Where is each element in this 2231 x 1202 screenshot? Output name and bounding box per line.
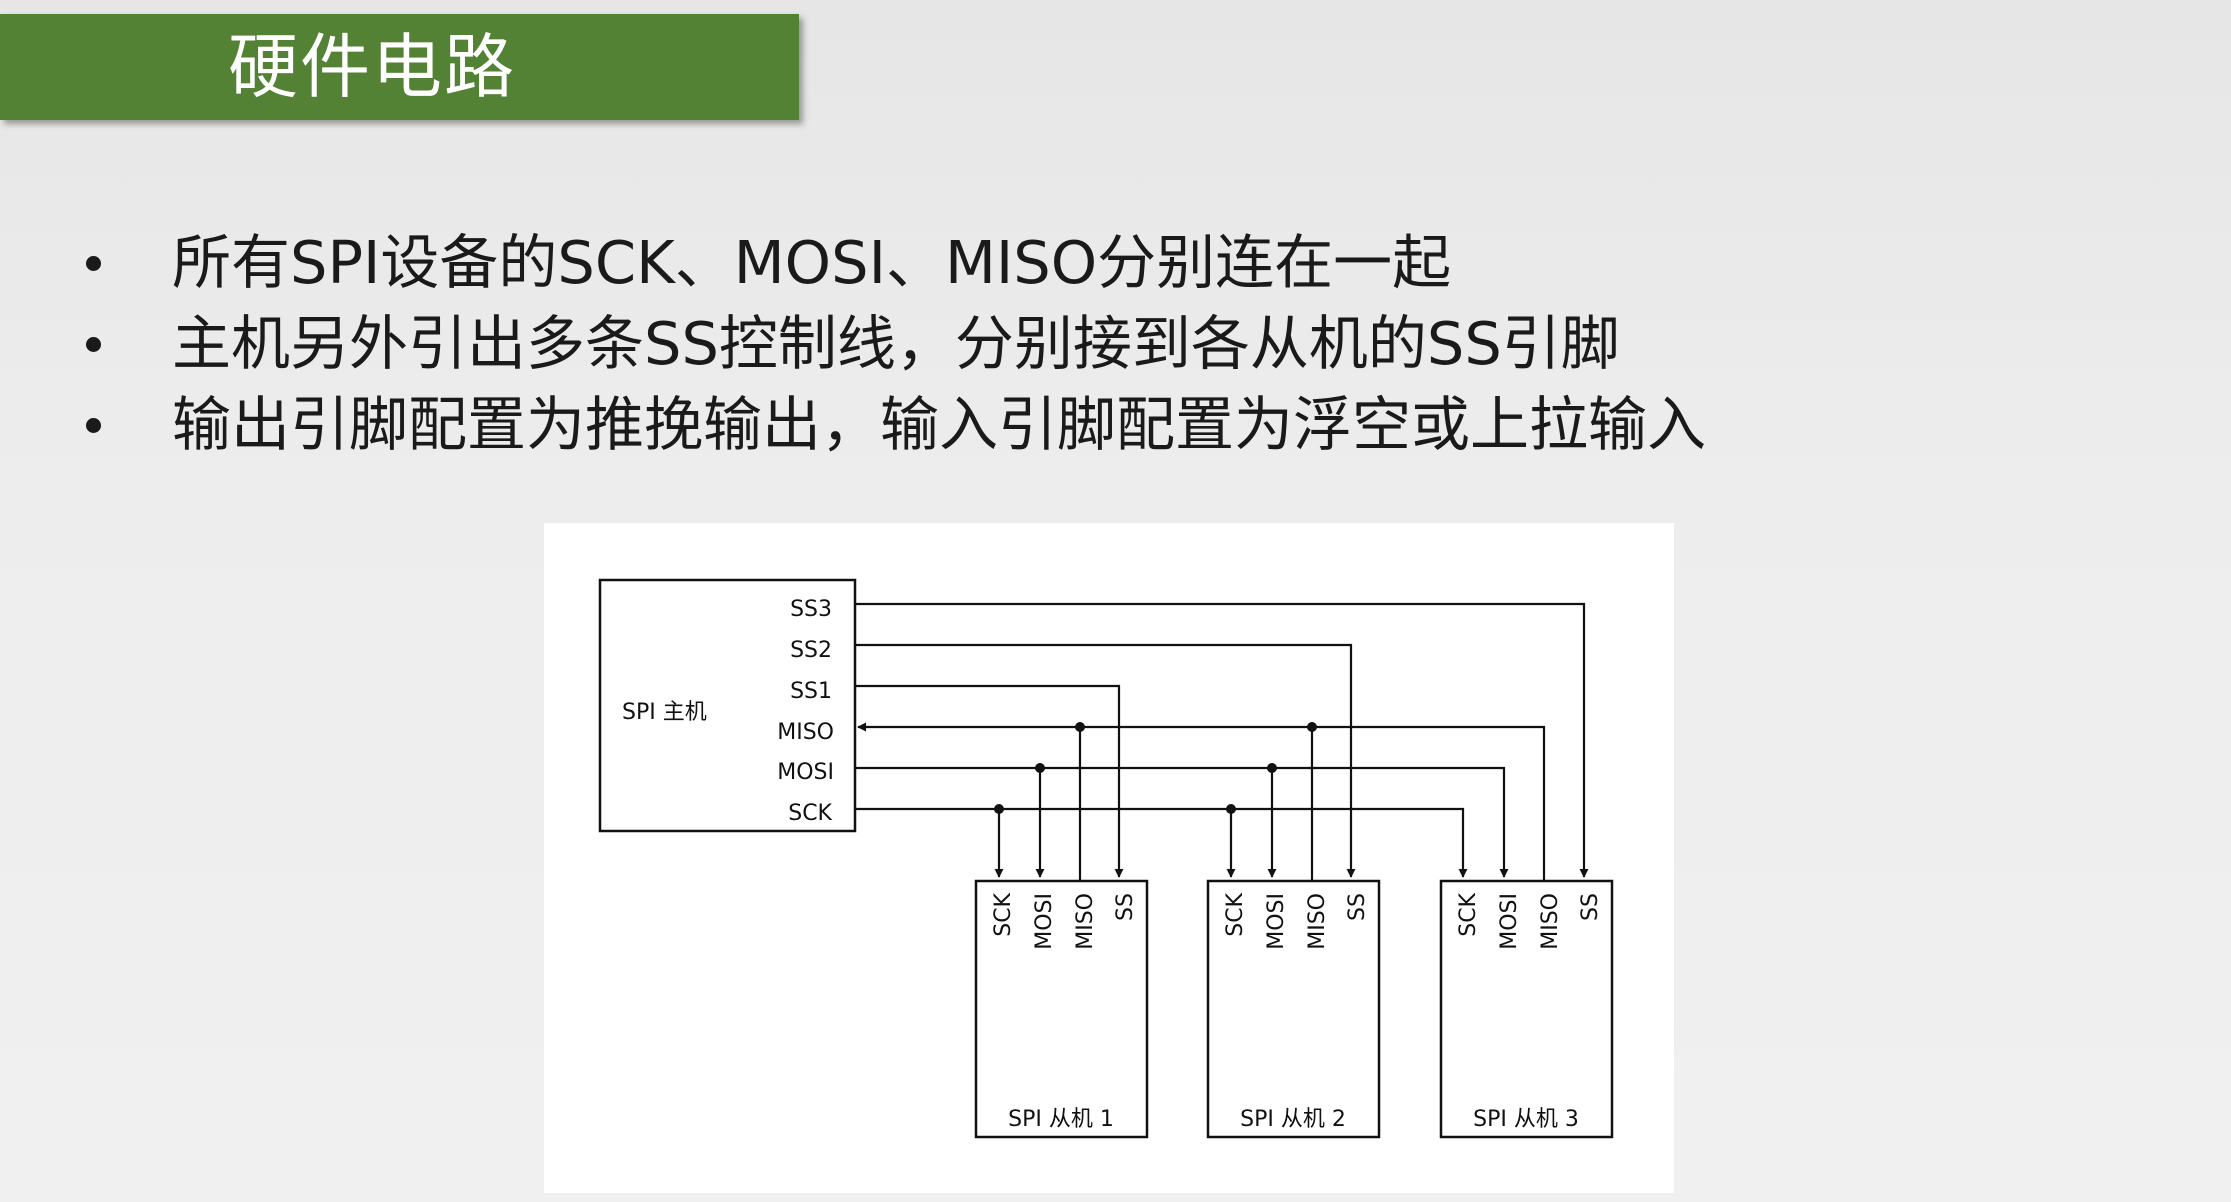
master-pin-ss3: SS3 bbox=[790, 597, 832, 622]
junction-mosi-1 bbox=[1035, 763, 1045, 773]
slave-label-2: SPI 从机 2 bbox=[1240, 1107, 1346, 1132]
wire-ss3 bbox=[855, 602, 1589, 878]
spi-wiring-svg: SPI 主机 SS3 SS2 SS1 MISO MOSI SCK SPI 从机 … bbox=[598, 578, 1614, 1139]
master-label: SPI 主机 bbox=[622, 700, 707, 725]
master-pin-ss1: SS1 bbox=[790, 679, 832, 704]
bullet-item-2: 主机另外引出多条SS控制线，分别接到各从机的SS引脚 bbox=[0, 303, 2000, 383]
slave3-pin-ss: SS bbox=[1578, 893, 1603, 921]
slave2-pin-ss: SS bbox=[1345, 893, 1370, 921]
junction-miso-1 bbox=[1075, 722, 1085, 732]
bullet-dot-icon bbox=[86, 418, 101, 433]
slave1-pin-miso: MISO bbox=[1073, 893, 1098, 950]
slide-title-bar: 硬件电路 bbox=[0, 14, 799, 120]
bullet-item-1: 所有SPI设备的SCK、MOSI、MISO分别连在一起 bbox=[0, 222, 2000, 302]
wire-mosi-bus bbox=[855, 766, 1509, 878]
wire-ss1 bbox=[855, 684, 1124, 878]
slave-label-3: SPI 从机 3 bbox=[1473, 1107, 1579, 1132]
wire-miso-bus bbox=[857, 722, 1546, 881]
master-pin-mosi: MOSI bbox=[777, 760, 834, 785]
bullet-text: 输出引脚配置为推挽输出，输入引脚配置为浮空或上拉输入 bbox=[172, 390, 1707, 459]
slave-box-1 bbox=[974, 879, 1149, 1139]
junction-mosi-2 bbox=[1267, 763, 1277, 773]
master-pin-ss2: SS2 bbox=[790, 638, 832, 663]
bullet-text: 主机另外引出多条SS控制线，分别接到各从机的SS引脚 bbox=[172, 309, 1620, 378]
slave1-pin-mosi: MOSI bbox=[1032, 893, 1057, 950]
master-box bbox=[598, 578, 857, 833]
spi-wiring-diagram: SPI 主机 SS3 SS2 SS1 MISO MOSI SCK SPI 从机 … bbox=[544, 523, 1674, 1193]
slave3-pin-mosi: MOSI bbox=[1497, 893, 1522, 950]
slave-box-2 bbox=[1206, 879, 1381, 1139]
wire-sck-bus bbox=[855, 807, 1468, 878]
slave-box-3 bbox=[1439, 879, 1614, 1139]
slave2-pin-miso: MISO bbox=[1305, 893, 1330, 950]
bullet-list: 所有SPI设备的SCK、MOSI、MISO分别连在一起 主机另外引出多条SS控制… bbox=[0, 0, 2231, 480]
slide-title: 硬件电路 bbox=[228, 26, 516, 108]
slave3-pin-sck: SCK bbox=[1456, 892, 1481, 936]
master-pin-miso: MISO bbox=[777, 720, 834, 745]
bullet-text: 所有SPI设备的SCK、MOSI、MISO分别连在一起 bbox=[172, 228, 1452, 297]
bullet-dot-icon bbox=[86, 256, 101, 271]
junction-sck-1 bbox=[994, 804, 1004, 814]
bullet-dot-icon bbox=[86, 337, 101, 352]
slave-label-1: SPI 从机 1 bbox=[1008, 1107, 1114, 1132]
junction-miso-2 bbox=[1307, 722, 1317, 732]
wire-ss2 bbox=[855, 643, 1356, 878]
slave1-pin-sck: SCK bbox=[991, 892, 1016, 936]
master-pin-sck: SCK bbox=[788, 801, 832, 826]
slave1-pin-ss: SS bbox=[1113, 893, 1138, 921]
slave3-pin-miso: MISO bbox=[1538, 893, 1563, 950]
slave2-pin-sck: SCK bbox=[1223, 892, 1248, 936]
junction-sck-2 bbox=[1226, 804, 1236, 814]
slave2-pin-mosi: MOSI bbox=[1264, 893, 1289, 950]
bullet-item-3: 输出引脚配置为推挽输出，输入引脚配置为浮空或上拉输入 bbox=[0, 384, 2000, 464]
